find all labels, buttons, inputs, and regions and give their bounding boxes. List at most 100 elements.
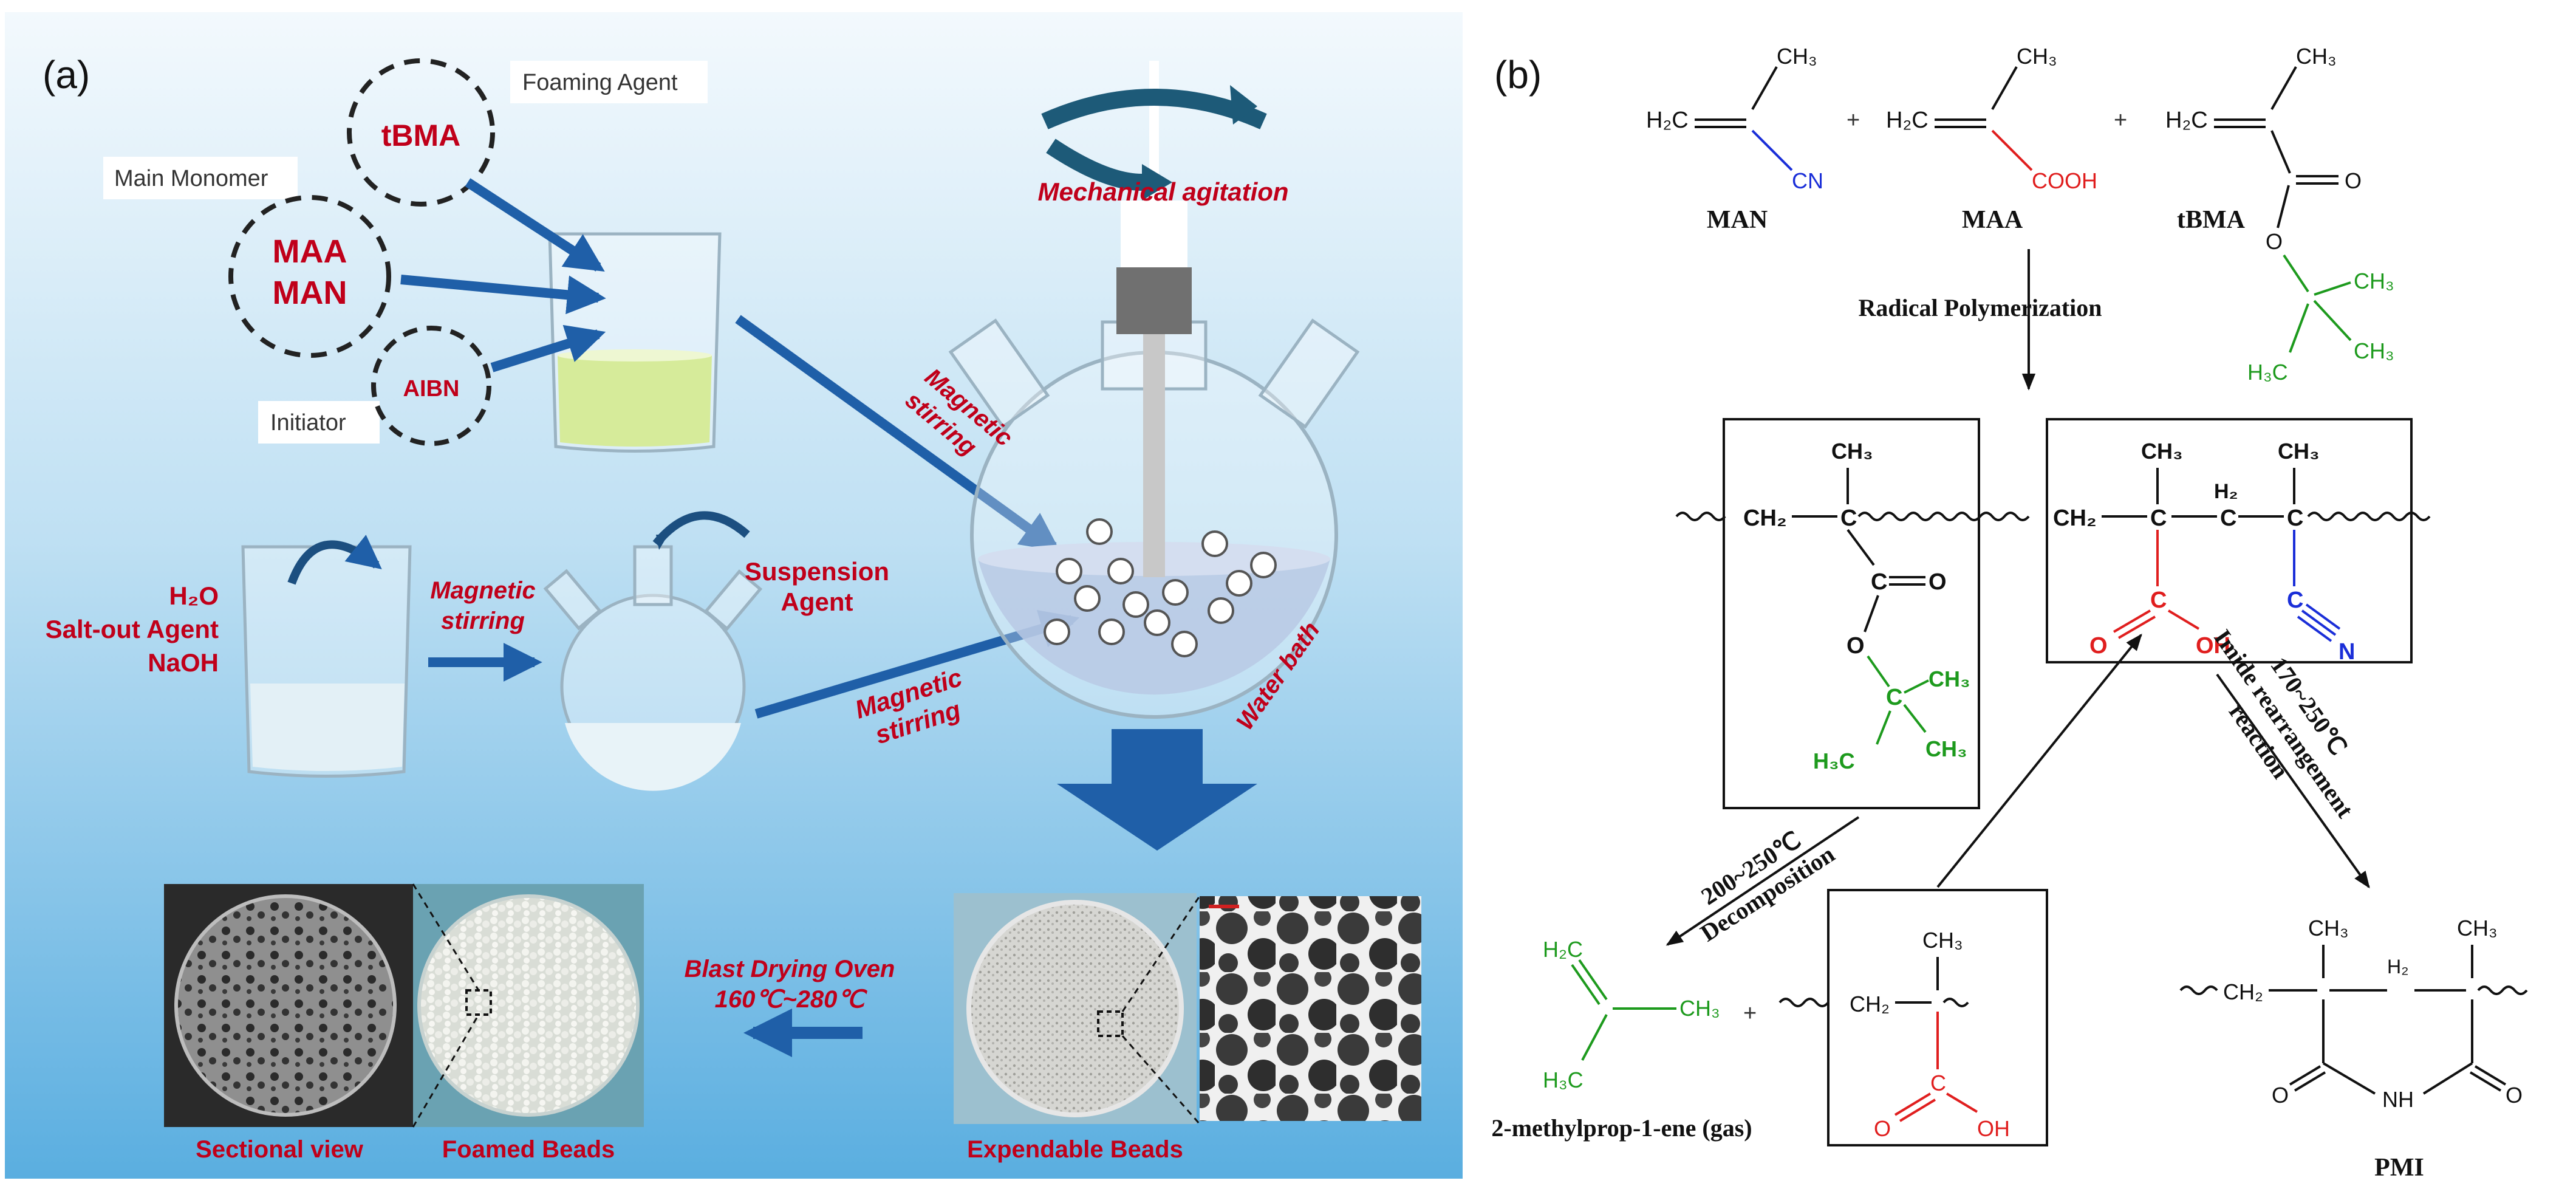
magnetic-stirring-label-1a: Magnetic <box>430 577 535 604</box>
svg-text:MAA: MAA <box>273 233 347 270</box>
foaming-agent-tag: Foaming Agent <box>510 61 708 103</box>
svg-text:O: O <box>1874 1116 1891 1141</box>
plus-3: + <box>1743 1001 1757 1026</box>
caption-foamed: Foamed Beads <box>442 1136 615 1163</box>
tbma-circle: tBMA <box>347 58 495 207</box>
svg-text:O: O <box>2089 633 2108 659</box>
naoh-label: NaOH <box>148 648 219 677</box>
svg-text:O: O <box>2345 168 2362 193</box>
svg-text:H₃C: H₃C <box>1543 1067 1584 1092</box>
tbma-structure: H₂C CH₃ O O CH₃ CH₃ H₃C tBMA <box>2165 44 2394 385</box>
plus-2: + <box>2114 108 2127 133</box>
svg-text:H₂C: H₂C <box>1646 108 1689 133</box>
arrow-aibn-to-beaker <box>490 324 606 372</box>
svg-text:C: C <box>2150 505 2167 531</box>
svg-text:AIBN: AIBN <box>403 376 460 402</box>
tbma-unit-box <box>1723 418 1980 809</box>
svg-text:MAN: MAN <box>273 275 347 311</box>
svg-text:O: O <box>1929 569 1947 595</box>
svg-text:H₂C: H₂C <box>1543 937 1583 962</box>
svg-text:CH₂: CH₂ <box>2053 505 2097 531</box>
mechanical-agitation-label: Mechanical agitation <box>1037 177 1288 206</box>
svg-text:COOH: COOH <box>2032 168 2097 193</box>
svg-text:H₂C: H₂C <box>1886 108 1929 133</box>
microscope-image <box>1200 896 1421 1121</box>
svg-text:CH₂: CH₂ <box>1743 505 1787 531</box>
decomposition-label: 200~250℃Decomposition <box>1679 815 1839 947</box>
svg-text:CH₃: CH₃ <box>2354 338 2394 363</box>
svg-text:tBMA: tBMA <box>2177 206 2246 234</box>
svg-text:C: C <box>2287 588 2303 613</box>
svg-text:C: C <box>1930 1071 1946 1095</box>
arrow-small-flask-to-reactor <box>754 609 1080 719</box>
panel-b: (b) H₂C CH₃ CN MAN + H₂C CH₃ COOH MAA + <box>1491 44 2528 1182</box>
pmaa-box <box>1827 889 2048 1146</box>
isobutylene-structure: H₂C CH₃ H₃C 2-methylprop-1-ene (gas) <box>1491 937 1752 1142</box>
svg-text:CH₃: CH₃ <box>1925 736 1967 761</box>
svg-text:C: C <box>1840 505 1857 531</box>
svg-text:C: C <box>2287 505 2303 531</box>
svg-text:CH₂: CH₂ <box>2223 979 2263 1004</box>
svg-text:CH₃: CH₃ <box>2278 439 2320 464</box>
polymer-chain: CH₂ C CH₃ CH₂ C CH₃ H₂ C C CH₃ C O <box>1675 439 2431 773</box>
aibn-circle: AIBN <box>371 326 491 446</box>
pmi-label: PMI <box>2374 1154 2424 1182</box>
svg-text:CH₃: CH₃ <box>2354 269 2394 293</box>
svg-text:Foaming Agent: Foaming Agent <box>522 70 678 95</box>
water-phase-beaker <box>241 535 412 778</box>
svg-text:C: C <box>1871 569 1887 595</box>
isobutylene-label: 2-methylprop-1-ene (gas) <box>1491 1114 1752 1142</box>
arrow-monomer-to-beaker <box>400 275 606 315</box>
svg-text:O: O <box>2266 229 2283 254</box>
maa-man-unit-box <box>2046 418 2413 663</box>
h2o-label: H₂O <box>169 581 219 610</box>
man-structure: H₂C CH₃ CN MAN <box>1646 44 1823 234</box>
caption-sectional: Sectional view <box>196 1136 364 1163</box>
svg-text:H₃C: H₃C <box>1813 749 1855 773</box>
svg-text:Main Monomer: Main Monomer <box>114 166 268 191</box>
svg-text:CH₃: CH₃ <box>1679 996 1720 1021</box>
decomposition-arrow <box>1666 816 1860 946</box>
maa-structure: H₂C CH₃ COOH MAA <box>1886 44 2097 234</box>
reactor-flask <box>948 61 1360 719</box>
svg-text:CH₃: CH₃ <box>2296 44 2337 69</box>
small-flask <box>543 511 763 791</box>
svg-text:CN: CN <box>1792 168 1823 193</box>
svg-text:O: O <box>2272 1083 2289 1108</box>
main-monomer-tag: Main Monomer <box>103 157 298 199</box>
svg-text:NH: NH <box>2382 1087 2414 1112</box>
svg-text:MAA: MAA <box>1962 206 2023 234</box>
svg-text:OH: OH <box>2196 633 2230 659</box>
svg-text:CH₃: CH₃ <box>2141 439 2183 464</box>
svg-text:H₂: H₂ <box>2214 480 2238 503</box>
svg-text:C: C <box>1886 685 1902 710</box>
sem-sectional-image <box>164 884 413 1127</box>
caption-expandable: Expendable Beads <box>967 1136 1183 1163</box>
panel-b-label: (b) <box>1494 53 1542 97</box>
svg-text:H₃C: H₃C <box>2247 360 2288 385</box>
svg-text:OH: OH <box>1977 1116 2010 1141</box>
radical-polymerization-label: Radical Polymerization <box>1858 294 2102 321</box>
svg-text:CH₃: CH₃ <box>2308 916 2349 941</box>
svg-text:tBMA: tBMA <box>381 118 461 152</box>
arrow-tbma-to-beaker <box>465 178 605 272</box>
svg-text:MAN: MAN <box>1707 206 1768 234</box>
svg-text:O: O <box>1847 633 1865 659</box>
expandable-beads-dish <box>954 893 1201 1125</box>
arrow-beaker-to-flask <box>735 315 1061 552</box>
svg-text:CH₂: CH₂ <box>1850 992 1890 1016</box>
suspension-agent-label-b: Agent <box>781 588 853 616</box>
svg-text:N: N <box>2339 639 2355 665</box>
svg-text:CH₃: CH₃ <box>1777 44 1817 69</box>
svg-text:C: C <box>2150 588 2167 613</box>
oven-label-a: Blast Drying Oven <box>685 956 895 982</box>
svg-text:CH₃: CH₃ <box>1929 666 1970 691</box>
svg-text:CH₃: CH₃ <box>1831 439 1873 464</box>
svg-text:O: O <box>2506 1083 2523 1108</box>
pmaa-structure: CH₂ CH₃ C O OH <box>1778 928 2010 1141</box>
svg-text:H₂: H₂ <box>2387 956 2409 978</box>
imide-arrow <box>2216 673 2370 889</box>
panel-a: (a) Foaming Agent Main Monomer Initiator… <box>5 12 1463 1179</box>
down-arrow <box>1057 729 1257 851</box>
